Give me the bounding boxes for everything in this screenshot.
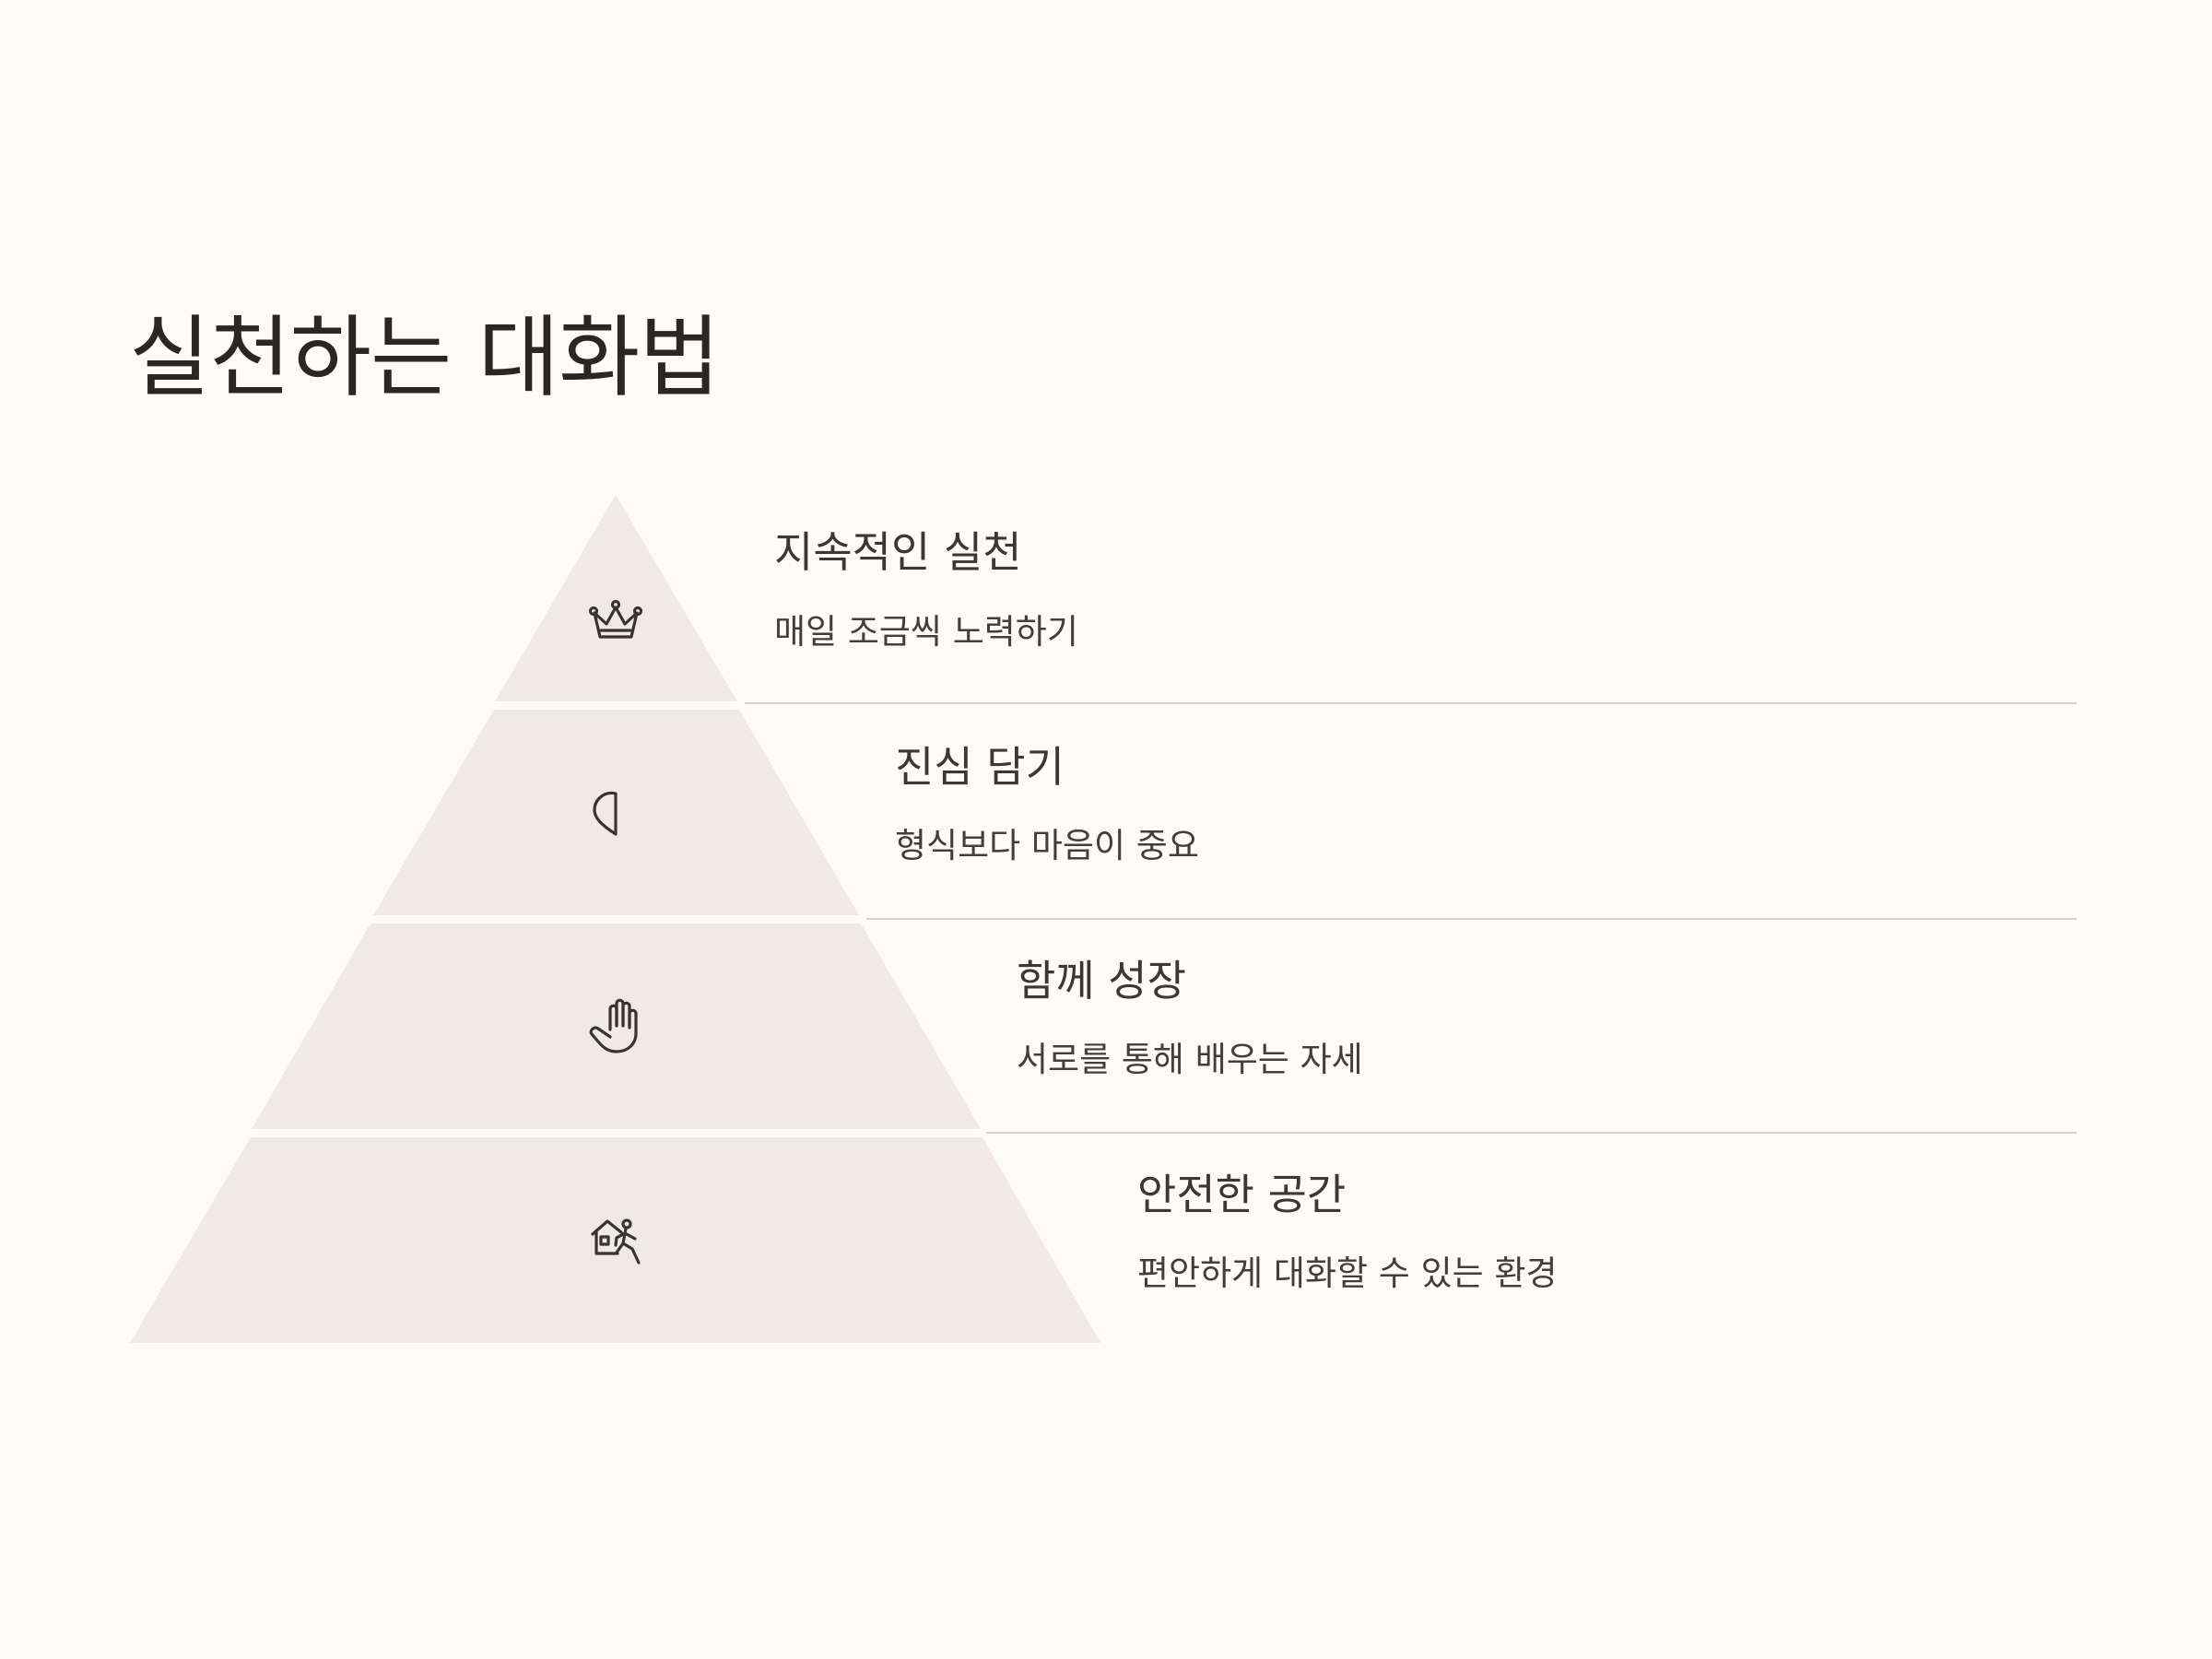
tier-heading-3: 함께 성장 <box>1017 956 1186 1006</box>
slide-title: 실천하는 대화법 <box>129 306 721 409</box>
pyramid-tier-1 <box>495 495 737 701</box>
tier-description-2: 형식보다 마음이 중요 <box>895 826 1199 865</box>
half-heart-icon <box>593 791 618 836</box>
home-walking-icon <box>591 1218 641 1265</box>
tier-description-3: 서로를 통해 배우는 자세 <box>1017 1040 1363 1079</box>
tier-description-4: 편안하게 대화할 수 있는 환경 <box>1137 1253 1558 1293</box>
tier-heading-4: 안전한 공간 <box>1137 1170 1347 1219</box>
tier-description-1: 매일 조금씩 노력하기 <box>774 612 1078 652</box>
tier-heading-1: 지속적인 실천 <box>774 527 1022 577</box>
crown-icon <box>588 599 643 639</box>
tier-heading-2: 진심 담기 <box>895 742 1065 792</box>
hand-icon <box>589 998 638 1053</box>
